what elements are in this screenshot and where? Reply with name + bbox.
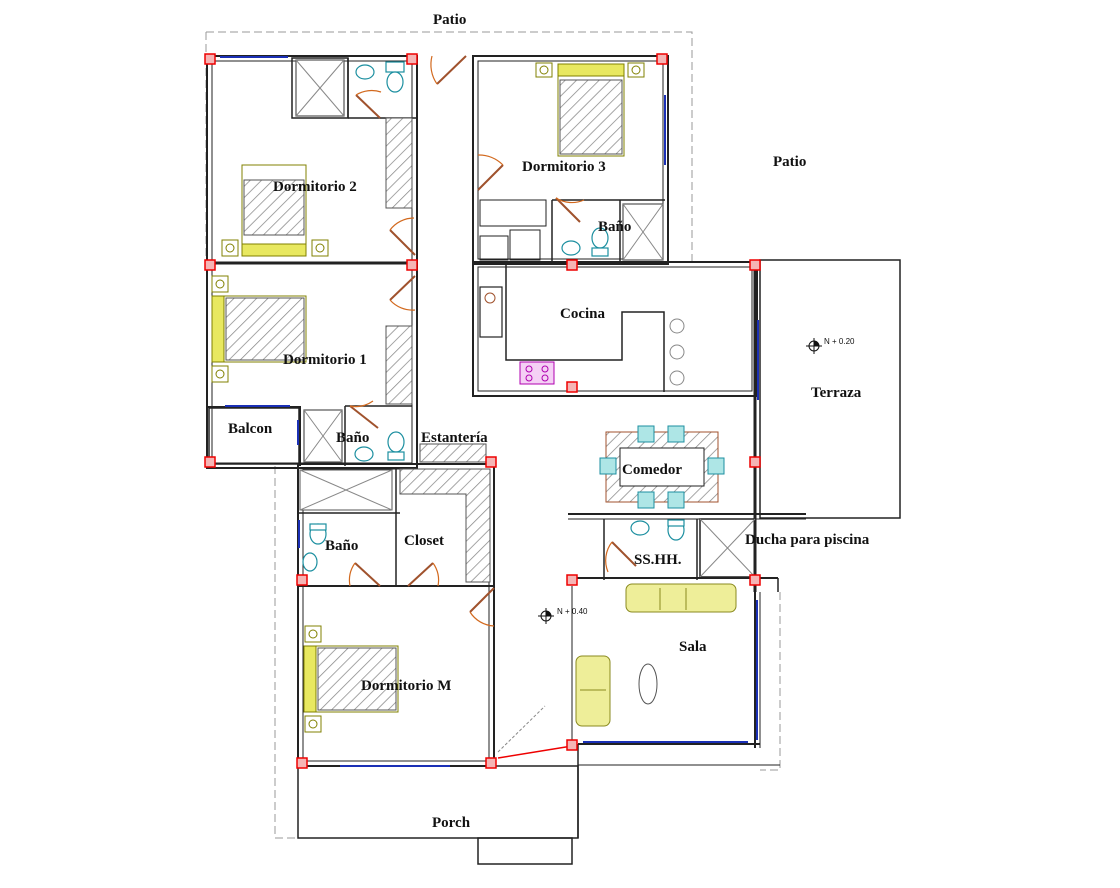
label-bano-d3: Baño (598, 219, 631, 235)
label-comedor: Comedor (622, 462, 682, 478)
beds (211, 62, 645, 733)
label-sshh: SS.HH. (634, 552, 682, 568)
label-balcon: Balcon (228, 421, 273, 437)
label-patio-right: Patio (773, 154, 806, 170)
label-terraza: Terraza (811, 385, 862, 401)
living-furniture (575, 583, 737, 727)
label-patio-top: Patio (433, 12, 466, 28)
label-dormitorio-1: Dormitorio 1 (283, 352, 367, 368)
walls (206, 55, 901, 865)
label-dormitorio-3: Dormitorio 3 (522, 159, 606, 175)
level-marker-sala: N + 0.40 (538, 607, 588, 624)
dining-set (599, 425, 725, 509)
label-cocina: Cocina (560, 306, 606, 322)
label-dormitorio-m: Dormitorio M (361, 678, 451, 694)
room-labels: Patio Patio Dormitorio 2 Dormitorio 3 Ba… (228, 12, 870, 831)
label-sala: Sala (679, 639, 707, 655)
label-estanteria: Estantería (421, 430, 488, 446)
label-bano-d1: Baño (336, 430, 369, 446)
label-dormitorio-2: Dormitorio 2 (273, 179, 357, 195)
level-marker-terraza: N + 0.20 (806, 337, 855, 354)
doors (348, 55, 637, 759)
bath-fixtures (295, 59, 685, 572)
kitchen-details (519, 318, 685, 386)
label-ducha: Ducha para piscina (745, 532, 870, 548)
terraza-level: N + 0.20 (824, 337, 855, 346)
label-closet: Closet (404, 533, 444, 549)
sala-level: N + 0.40 (557, 607, 588, 616)
windows (220, 56, 759, 767)
label-porch: Porch (432, 815, 471, 831)
label-bano-m: Baño (325, 538, 358, 554)
columns (204, 53, 761, 769)
